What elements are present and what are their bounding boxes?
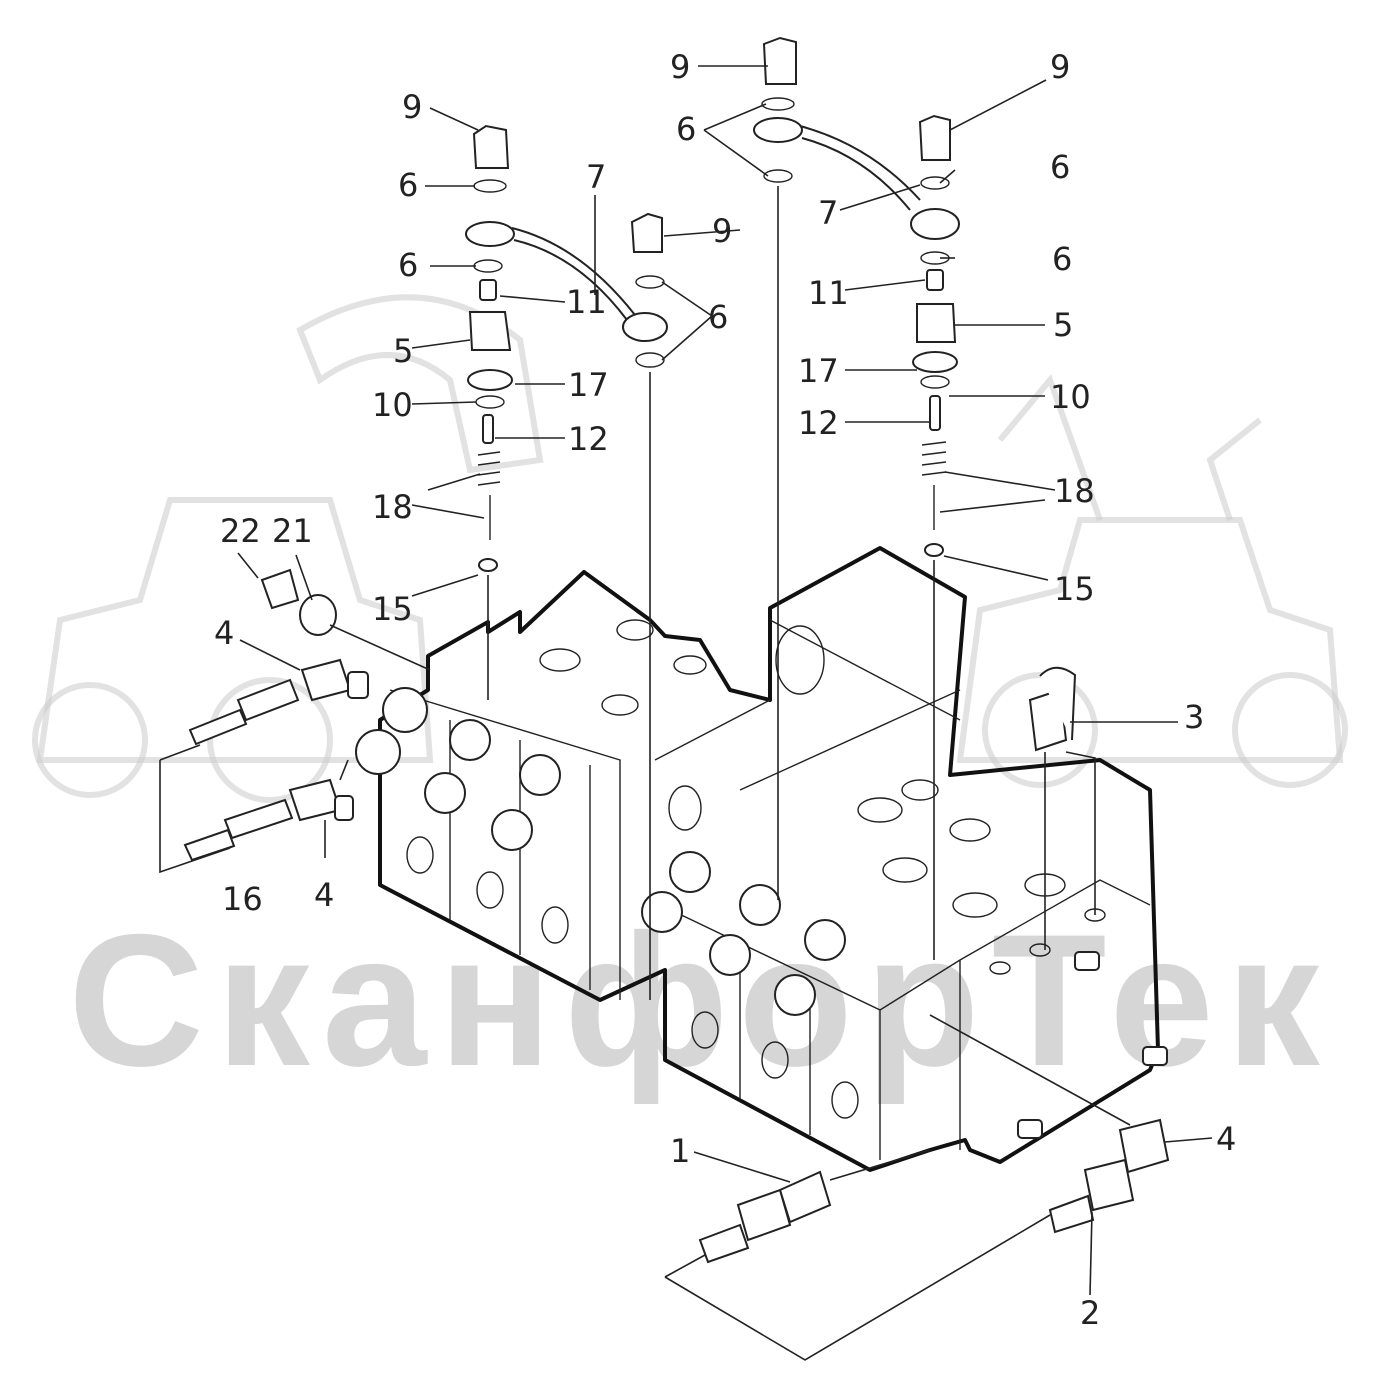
bottom-hose-fittings	[664, 1014, 1170, 1361]
callout-6-center: 6	[708, 298, 728, 336]
watermark-machine-right	[956, 374, 1348, 788]
callout-3: 3	[1184, 698, 1204, 736]
callout-16: 16	[222, 880, 263, 918]
callout-4-left-lower: 4	[314, 876, 334, 914]
callout-2: 2	[1080, 1294, 1100, 1332]
callout-labels: 9 9 9 9 6 6 6 6 6 6 7 7 11 11 5 5 17 17 …	[214, 48, 1236, 1332]
callout-15-right: 15	[1054, 570, 1095, 608]
callout-9-center: 9	[712, 212, 732, 250]
callout-18-right: 18	[1054, 472, 1095, 510]
callout-6-top: 6	[676, 110, 696, 148]
callout-6-right-upper: 6	[1050, 148, 1070, 186]
callout-4-bottom-right: 4	[1216, 1120, 1236, 1158]
callout-6-left-lower: 6	[398, 246, 418, 284]
callout-9-top: 9	[670, 48, 690, 86]
callout-9-right: 9	[1050, 48, 1070, 86]
callout-17-right: 17	[798, 352, 839, 390]
left-hose-fittings	[159, 568, 431, 874]
relief-valve-stack-right	[753, 36, 960, 960]
relief-valve-stack-left	[465, 124, 668, 1000]
callout-11-left: 11	[566, 283, 607, 321]
callout-1: 1	[670, 1132, 690, 1170]
callout-22: 22	[220, 512, 261, 550]
callout-10-left: 10	[372, 386, 413, 424]
callout-18-left: 18	[372, 488, 413, 526]
callout-5-right: 5	[1053, 306, 1073, 344]
callout-5-left: 5	[393, 332, 413, 370]
valve-block-assembly	[355, 546, 1168, 1172]
callout-7-left: 7	[586, 158, 606, 196]
callout-10-right: 10	[1050, 378, 1091, 416]
callout-21: 21	[272, 512, 313, 550]
callout-4-left-upper: 4	[214, 614, 234, 652]
callout-6-right-lower: 6	[1052, 240, 1072, 278]
callout-leaders	[237, 65, 1213, 1296]
callout-7-right: 7	[818, 194, 838, 232]
callout-11-right: 11	[808, 274, 849, 312]
callout-15-left: 15	[372, 590, 413, 628]
callout-12-right: 12	[798, 404, 839, 442]
pressure-sensor	[1028, 666, 1096, 950]
callout-12-left: 12	[568, 420, 609, 458]
callout-6-left-upper: 6	[398, 166, 418, 204]
callout-17-left: 17	[568, 366, 609, 404]
callout-9-left: 9	[402, 88, 422, 126]
